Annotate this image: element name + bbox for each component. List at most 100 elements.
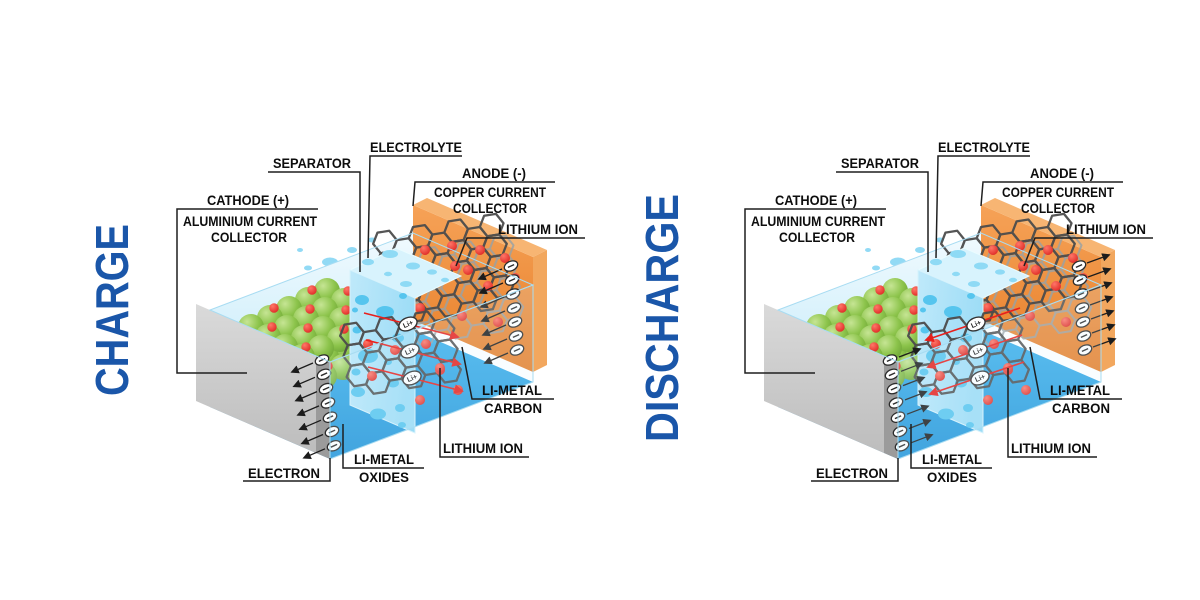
label-li-metal-carbon-line1: LI-METAL — [482, 383, 542, 398]
lithium-ion-symbol-text: Li+ — [406, 374, 418, 385]
label-li-metal-oxides-line2: OXIDES — [927, 470, 977, 485]
electron-icon — [507, 316, 523, 328]
lithium-ion-dot — [1018, 261, 1028, 271]
electron-minus — [511, 319, 519, 325]
lithium-oval — [400, 343, 420, 359]
separator-bubble — [351, 368, 361, 376]
charge-diagram: Li+ Li+ Li+ CHARGE SEPARATOR ELECTROLYTE A… — [86, 140, 585, 485]
lithium-ion-dot — [909, 305, 919, 315]
leader-electron — [811, 458, 899, 482]
electron-minus — [509, 291, 517, 297]
lithium-ion-dot — [415, 303, 425, 313]
electron-flow-arrow — [302, 448, 326, 460]
electron-minus — [1077, 291, 1085, 297]
lithium-ion-dot — [1021, 385, 1031, 395]
lithium-ion-dot — [305, 304, 315, 314]
electron-flow-arrow — [292, 376, 316, 388]
electron-flow-arrow — [481, 324, 507, 337]
leader-lithium-ion-top — [455, 237, 585, 267]
leader-lithium-ion-bottom — [439, 368, 529, 458]
separator-bubble — [376, 306, 394, 318]
lithium-ion-dot — [873, 304, 883, 314]
leader-lithium-ion-bottom — [1007, 368, 1097, 458]
discharge-labels: SEPARATOR ELECTROLYTE ANODE (-) COPPER C… — [751, 140, 1146, 485]
separator-bubble — [950, 250, 966, 258]
electron-minus — [320, 372, 328, 377]
lithium-ion-icon: Li+ — [398, 316, 418, 332]
lithium-ion-dot — [500, 253, 510, 263]
lithium-oval — [968, 343, 988, 359]
label-anode: ANODE (-) — [462, 166, 526, 181]
lithium-ion-dot — [421, 339, 431, 349]
electron-icon — [326, 439, 342, 452]
electron-icon — [506, 302, 522, 314]
electron-flow-arrow — [294, 391, 318, 402]
separator-bubble — [370, 408, 386, 420]
lithium-ion-dot — [1051, 281, 1061, 291]
electron-flow-arrow — [906, 404, 930, 415]
aluminium-collector-front — [196, 304, 316, 453]
lithium-oval — [966, 316, 986, 332]
electron-flow-arrow — [910, 433, 934, 444]
label-lithium-ion-bottom: LITHIUM ION — [443, 441, 523, 456]
leader-li-metal-carbon — [1029, 346, 1122, 400]
electron-icon — [318, 382, 334, 395]
electron-flow-arrow — [480, 310, 506, 323]
separator-bubble — [968, 281, 980, 287]
electron-icon — [1075, 316, 1091, 328]
electron-icon — [508, 330, 524, 342]
discharge-diagram: Li+Li+Li+ DISCHARGE SEPARATOR ELECTROLYT… — [636, 140, 1153, 485]
electron-minus — [330, 443, 338, 448]
electron-flow-arrow — [1091, 323, 1116, 334]
leader-separator — [836, 171, 929, 272]
lithium-ion-dot — [301, 342, 311, 352]
electron-flow-arrow — [1092, 337, 1117, 348]
lithium-ion-symbol-text: Li+ — [402, 320, 414, 331]
battery-illustration: Li+Li+Li+ — [744, 155, 1153, 482]
electron-flow-arrow — [898, 347, 922, 358]
electron-flow-arrow — [1087, 267, 1112, 278]
electron-minus — [1079, 319, 1087, 325]
leader-anode — [980, 181, 1123, 207]
electrolyte-top-edge — [208, 232, 535, 363]
separator-bubble — [963, 404, 973, 412]
electron-flow-arrow — [290, 362, 314, 374]
charge-title: CHARGE — [86, 224, 138, 396]
leader-anode — [412, 181, 555, 207]
electron-icon — [1076, 330, 1092, 342]
lithium-ion-icon: Li+ — [402, 370, 422, 386]
separator-bubble — [352, 307, 358, 313]
lithium-ion-dot — [988, 245, 998, 255]
separator-bubble — [967, 293, 975, 299]
electron-minus — [508, 277, 516, 283]
electron-flow-arrow — [300, 433, 324, 445]
lithium-ion-symbol-text: Li+ — [970, 320, 982, 331]
electron-icon — [886, 382, 902, 395]
electron-minus — [1075, 263, 1083, 269]
leader-lithium-ion-top — [1023, 237, 1153, 267]
lithium-oval — [970, 370, 990, 386]
separator-bubble — [384, 271, 392, 277]
label-lithium-ion-top: LITHIUM ION — [1066, 222, 1146, 237]
leader-electron — [243, 458, 331, 482]
label-li-metal-oxides-line1: LI-METAL — [922, 452, 982, 467]
lithium-ion-icon: Li+ — [970, 370, 990, 386]
electron-icon — [1071, 260, 1087, 272]
electron-minus — [890, 386, 898, 391]
lithium-ion-icon: Li+ — [400, 343, 420, 359]
charge-labels: SEPARATOR ELECTROLYTE ANODE (-) COPPER C… — [183, 140, 578, 485]
lithium-ion-icon: Li+ — [966, 316, 986, 332]
separator-bubble — [974, 262, 988, 270]
label-copper-collector-line2: COLLECTOR — [453, 201, 527, 216]
lithium-ion-dot — [463, 265, 473, 275]
electron-icon — [894, 439, 910, 452]
electron-minus — [1080, 333, 1088, 339]
copper-collector-side — [533, 250, 547, 372]
lithium-ion-dot — [307, 285, 317, 295]
aluminium-collector-front — [764, 304, 884, 453]
label-aluminium-collector-line2: COLLECTOR — [211, 230, 287, 245]
separator-bubble — [362, 258, 374, 266]
carbon-hexagon — [436, 358, 463, 384]
separator-bubble — [966, 422, 974, 428]
label-li-metal-carbon-line1: LI-METAL — [1050, 383, 1110, 398]
